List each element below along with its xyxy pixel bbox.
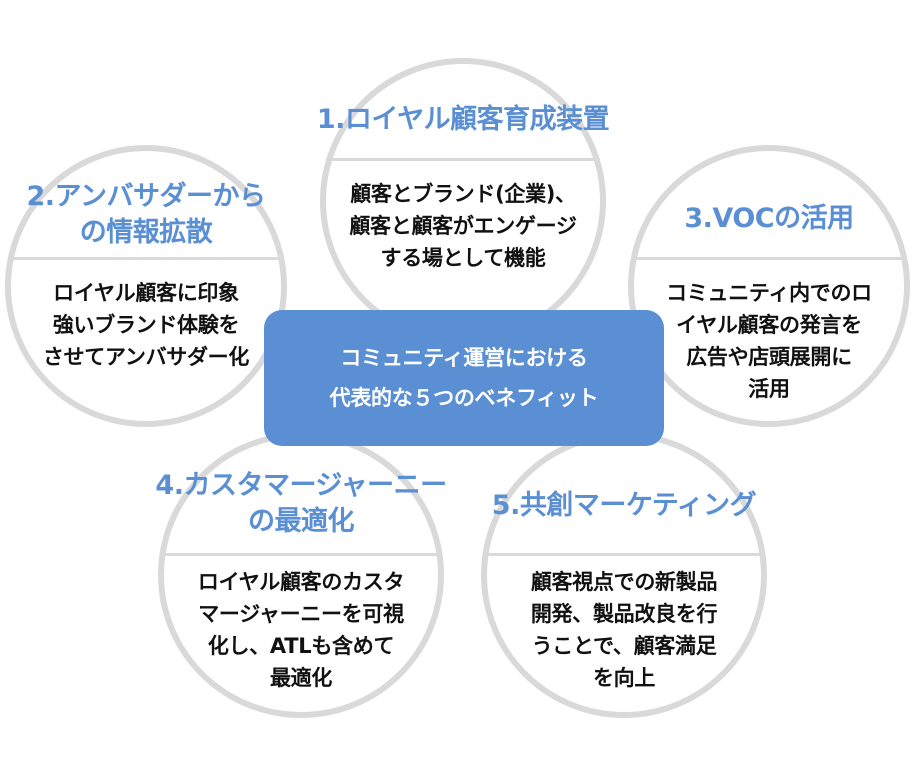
benefit-3-title: 3.VOCの活用 — [684, 203, 854, 234]
benefit-3-divider — [634, 257, 904, 260]
benefit-1-description: 顧客とブランド(企業)、 顧客と顧客がエンゲージ する場として機能 — [349, 182, 577, 270]
benefit-1-title: 1.ロイヤル顧客育成装置 — [316, 104, 610, 135]
benefit-4-circle: 4.カスタマージャーニー の最適化 ロイヤル顧客のカスタ マージャーニーを可視 … — [155, 432, 447, 718]
benefit-2-description: ロイヤル顧客に印象 強いブランド体験を させてアンバサダー化 — [42, 281, 250, 369]
benefit-4-description: ロイヤル顧客のカスタ マージャーニーを可視 化し、ATLも含めて 最適化 — [197, 570, 405, 690]
center-summary-line-1: コミュニティ運営における — [340, 346, 588, 370]
benefit-1-circle: 1.ロイヤル顧客育成装置 顧客とブランド(企業)、 顧客と顧客がエンゲージ する… — [317, 58, 610, 344]
benefit-5-circle: 5.共創マーケティング 顧客視点での新製品 開発、製品改良を行 うことで、顧客満… — [481, 432, 767, 718]
benefit-2-title: 2.アンバサダーから の情報拡散 — [26, 181, 266, 248]
center-summary-line-2: 代表的な５つのベネフィット — [329, 386, 599, 410]
benefit-3-description: コミュニティ内でのロ イヤル顧客の発言を 広告や店頭展開に 活用 — [666, 281, 872, 401]
benefit-2-circle: 2.アンバサダーから の情報拡散 ロイヤル顧客に印象 強いブランド体験を させて… — [5, 145, 287, 427]
benefit-2-divider — [11, 257, 281, 260]
center-summary-box: コミュニティ運営における 代表的な５つのベネフィット — [264, 310, 664, 446]
benefit-4-title: 4.カスタマージャーニー の最適化 — [155, 470, 447, 537]
benefit-5-divider — [487, 553, 761, 556]
benefit-1-divider — [326, 158, 600, 161]
benefit-3-circle: 3.VOCの活用 コミュニティ内でのロ イヤル顧客の発言を 広告や店頭展開に 活… — [628, 145, 910, 427]
benefit-4-divider — [164, 553, 438, 556]
benefit-5-title: 5.共創マーケティング — [491, 490, 757, 521]
benefit-5-description: 顧客視点での新製品 開発、製品改良を行 うことで、顧客満足 を向上 — [530, 570, 718, 690]
